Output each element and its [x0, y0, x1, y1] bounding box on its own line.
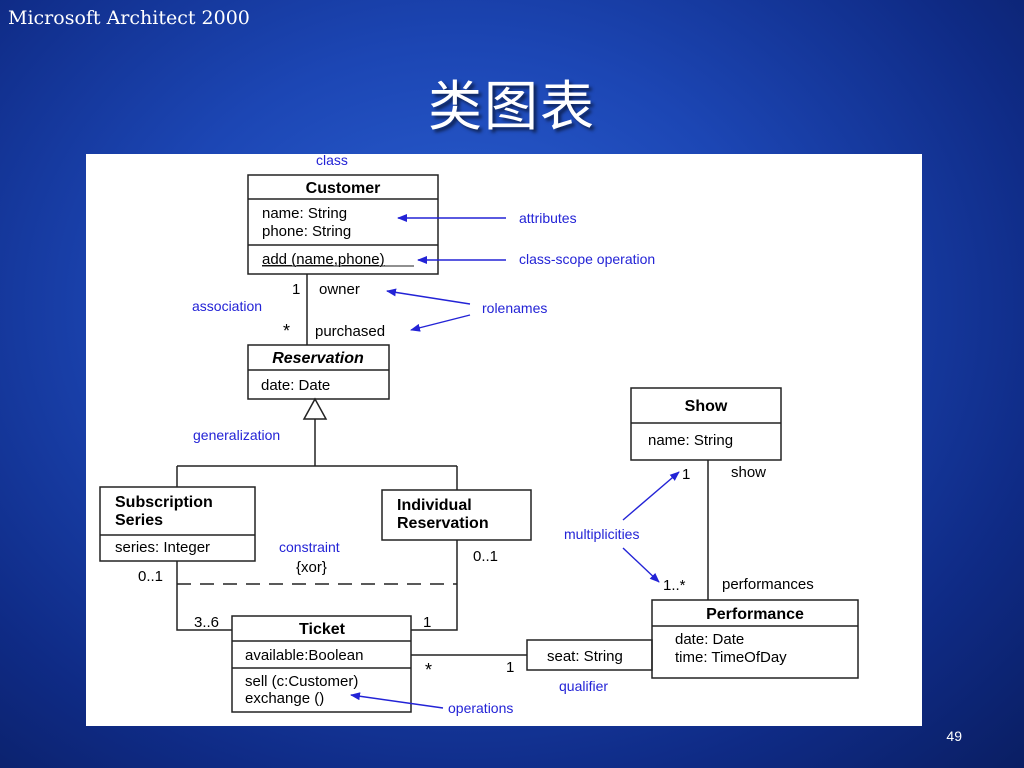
annotation-association: association	[192, 298, 262, 314]
ticket-class-name: Ticket	[299, 621, 346, 638]
generalization-structure	[176, 397, 458, 490]
ticket-op-sell: sell (c:Customer)	[245, 673, 358, 690]
show-class-name: Show	[685, 398, 728, 415]
customer-class-name: Customer	[306, 180, 381, 197]
customer-op-add: add (name,phone)	[262, 251, 385, 268]
slide-header: Microsoft Architect 2000	[8, 7, 250, 29]
slide-title: 类图表	[428, 75, 596, 138]
arrow-rolename-owner	[386, 288, 471, 305]
annotation-attributes: attributes	[519, 210, 577, 226]
mult-purchased-star: *	[283, 321, 290, 341]
mult-show-one: 1	[682, 466, 690, 483]
constraint-xor: {xor}	[296, 559, 327, 576]
annotation-class: class	[316, 154, 348, 168]
annotation-arrows	[350, 214, 680, 709]
role-purchased: purchased	[315, 323, 385, 340]
mult-qualifier-one: 1	[506, 659, 514, 676]
individual-name-line2: Reservation	[397, 515, 489, 532]
customer-attr-name: name: String	[262, 205, 347, 222]
class-performance: Performance date: Date time: TimeOfDay	[651, 599, 859, 679]
class-individual-reservation: Individual Reservation	[381, 489, 532, 541]
performance-attr-time: time: TimeOfDay	[675, 649, 787, 666]
class-reservation: Reservation date: Date	[247, 344, 390, 400]
mult-owner-one: 1	[292, 281, 300, 298]
mult-performances: 1..*	[663, 577, 686, 594]
reservation-attr-date: date: Date	[261, 377, 330, 394]
annotation-class-scope-operation: class-scope operation	[519, 251, 655, 267]
individual-name-line1: Individual	[397, 497, 472, 514]
performance-class-name: Performance	[706, 606, 804, 623]
annotation-group: class attributes class-scope operation a…	[192, 154, 655, 716]
class-diagram: Customer name: String phone: String add …	[86, 154, 922, 726]
ticket-op-exchange: exchange ()	[245, 690, 324, 707]
customer-attr-phone: phone: String	[262, 223, 351, 240]
role-performances: performances	[722, 576, 814, 593]
subscription-name-line1: Subscription	[115, 494, 213, 511]
mult-ticket-star: *	[425, 660, 432, 680]
individual-ticket-link	[411, 540, 458, 631]
qualifier-seat: seat: String	[547, 648, 623, 665]
annotation-constraint: constraint	[279, 539, 340, 555]
arrow-multiplicity-performances	[622, 547, 660, 583]
class-customer: Customer name: String phone: String add …	[247, 174, 439, 275]
annotation-operations: operations	[448, 700, 513, 716]
role-show: show	[731, 464, 766, 481]
arrow-rolename-purchased	[410, 314, 471, 332]
page-number: 49	[946, 728, 962, 744]
role-owner: owner	[319, 281, 360, 298]
subscription-attr-series: series: Integer	[115, 539, 210, 556]
reservation-class-name: Reservation	[272, 350, 364, 367]
annotation-rolenames: rolenames	[482, 300, 547, 316]
annotation-multiplicities: multiplicities	[564, 526, 639, 542]
mult-ticket-right-one: 1	[423, 614, 431, 631]
annotation-qualifier: qualifier	[559, 678, 608, 694]
mult-individual: 0..1	[473, 548, 498, 565]
mult-three-six: 3..6	[194, 614, 219, 631]
show-attr-name: name: String	[648, 432, 733, 449]
annotation-generalization: generalization	[193, 427, 280, 443]
class-ticket: Ticket available:Boolean sell (c:Custome…	[231, 615, 412, 713]
class-show: Show name: String	[630, 387, 782, 461]
subscription-name-line2: Series	[115, 512, 163, 529]
performance-attr-date: date: Date	[675, 631, 744, 648]
ticket-attr-available: available:Boolean	[245, 647, 363, 664]
class-subscription-series: Subscription Series series: Integer	[99, 486, 256, 562]
arrow-multiplicity-show	[622, 471, 680, 521]
arrow-operations	[350, 692, 444, 709]
mult-subscription: 0..1	[138, 568, 163, 585]
